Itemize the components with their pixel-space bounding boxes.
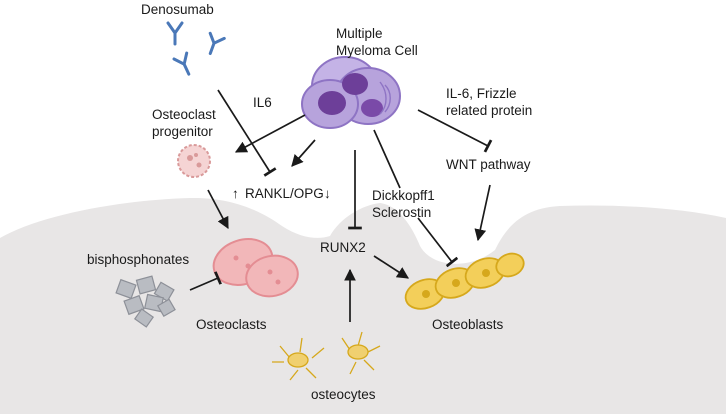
myeloma-inhibit-wnt-line <box>417 109 493 153</box>
wnt-to-osteoblast-arrow <box>474 184 491 242</box>
progenitor-to-osteoclast-arrow <box>207 189 229 230</box>
wnt-pathway-label: WNT pathway <box>446 157 531 172</box>
denosumab-antibody-icon <box>166 21 226 76</box>
rankl-up-arrow: ↑ <box>232 186 239 201</box>
osteoblasts-label: Osteoblasts <box>432 317 504 332</box>
opg-down-arrow: ↓ <box>324 186 331 201</box>
myeloma-to-dickkopff-line <box>373 129 401 189</box>
osteocytes-label: osteocytes <box>311 387 376 402</box>
il6-frizzle-label-line1: IL-6, Frizzle <box>446 86 517 101</box>
myeloma-to-rankl-arrow <box>291 139 316 167</box>
il6-frizzle-label-line2: related protein <box>446 103 532 118</box>
sclerostin-label: Sclerostin <box>372 205 431 220</box>
osteoclast-cells-icon <box>212 238 299 298</box>
myeloma-to-progenitor-arrow <box>234 114 306 153</box>
osteoclasts-label: Osteoclasts <box>196 317 267 332</box>
dickkopff-inhibit-osteoblast-line <box>417 217 459 268</box>
il6-label: IL6 <box>253 95 272 110</box>
osteoblast-cells-icon <box>404 252 525 310</box>
myeloma-label-line1: Multiple <box>336 26 383 41</box>
denosumab-inhibit-line <box>217 89 277 177</box>
myeloma-label-line2: Myeloma Cell <box>336 43 418 58</box>
osteoclast-progenitor-label-line1: Osteoclast <box>152 107 216 122</box>
runx2-label: RUNX2 <box>320 240 366 255</box>
bone-surface <box>0 197 726 414</box>
bisphosphonates-inhibit-line <box>189 271 222 291</box>
osteoclast-progenitor-label-line2: progenitor <box>152 124 213 139</box>
rankl-opg-label: RANKL/OPG <box>245 186 324 201</box>
dickkopff1-label: Dickkopff1 <box>372 188 435 203</box>
osteocytes-icon <box>272 331 381 381</box>
myeloma-cell-icon <box>301 56 401 129</box>
pathway-arrows <box>189 89 493 322</box>
runx2-to-osteoblast-arrow <box>373 255 409 279</box>
bisphosphonates-icon <box>115 275 176 328</box>
osteoclast-progenitor-icon <box>177 144 211 178</box>
bisphosphonates-label: bisphosphonates <box>87 252 189 267</box>
denosumab-label: Denosumab <box>141 2 214 17</box>
